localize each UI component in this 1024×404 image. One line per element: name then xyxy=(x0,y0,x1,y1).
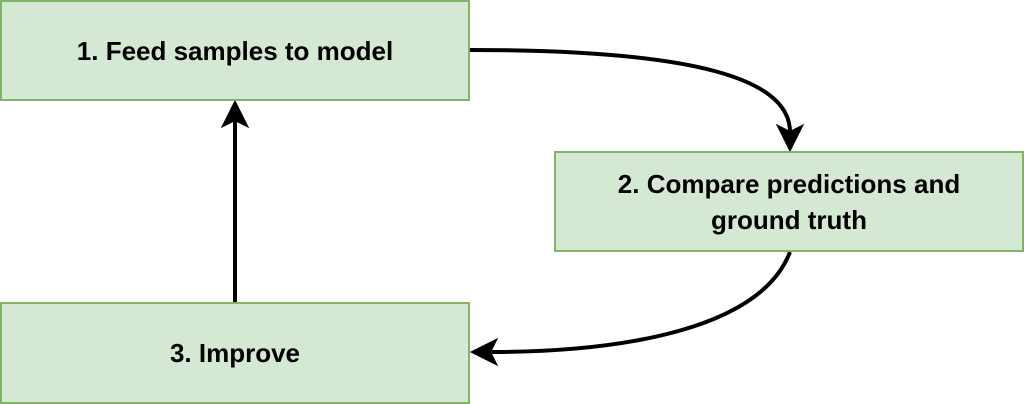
step-1-label: 1. Feed samples to model xyxy=(76,35,394,66)
arrow-step2-to-step3 xyxy=(489,251,792,354)
step-2-box: 2. Compare predictions and ground truth xyxy=(554,151,1024,252)
arrowhead-step2 xyxy=(775,123,805,153)
step-3-box: 3. Improve xyxy=(0,302,470,404)
arrowhead-step3 xyxy=(469,337,499,367)
step-2-label: 2. Compare predictions and ground truth xyxy=(617,168,961,235)
arrowhead-step1 xyxy=(220,99,250,129)
step-3-label: 3. Improve xyxy=(169,338,301,368)
arrow-step1-to-step2 xyxy=(469,48,792,133)
step-1-box: 1. Feed samples to model xyxy=(0,0,470,101)
